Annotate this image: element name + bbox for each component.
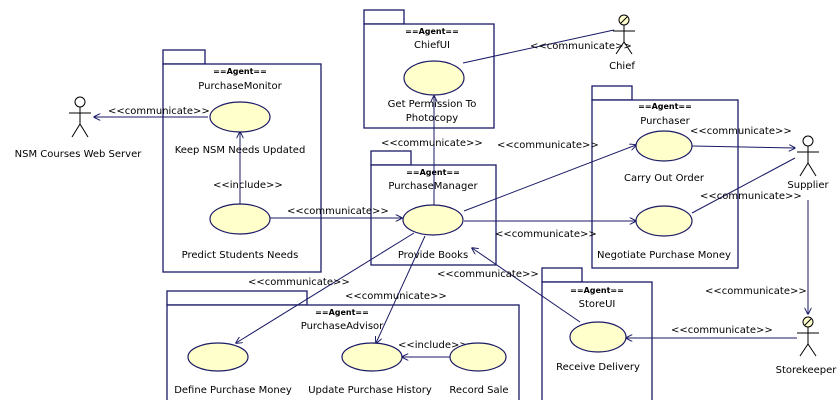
label-communicate: <<communicate>> — [530, 41, 632, 52]
label-communicate: <<communicate>> — [108, 106, 210, 117]
usecase-get-permission[interactable]: Get Permission To Photocopy — [388, 60, 477, 124]
label-communicate: <<communicate>> — [495, 229, 597, 240]
label-communicate: <<communicate>> — [437, 269, 539, 280]
label-include: <<include>> — [213, 180, 283, 191]
usecase-label: Photocopy — [406, 113, 458, 124]
usecase-label: Receive Delivery — [556, 362, 640, 373]
actor-label-supplier: Supplier — [787, 180, 829, 191]
usecase-define-money[interactable]: Define Purchase Money — [174, 342, 292, 396]
label-communicate: <<communicate>> — [287, 206, 389, 217]
label-communicate: <<communicate>> — [497, 140, 599, 151]
package-name-purchaseadvisor: PurchaseAdvisor — [301, 321, 384, 332]
stereotype-label: ==Agent== — [213, 67, 267, 76]
actor-nsm-server[interactable]: NSM Courses Web Server — [15, 96, 143, 160]
edge-receive-provide — [472, 248, 581, 323]
actor-label-chief: Chief — [609, 61, 635, 72]
label-communicate: <<communicate>> — [690, 126, 792, 137]
edge-carryout-supplier — [691, 146, 795, 148]
stereotype-label: ==Agent== — [315, 308, 369, 317]
edge-provide-update — [376, 235, 426, 343]
label-communicate: <<communicate>> — [671, 325, 773, 336]
label-include: <<include>> — [398, 340, 468, 351]
edge-provide-carryout — [463, 145, 636, 212]
actor-label-storekeeper: Storekeeper — [776, 365, 838, 376]
usecase-label: Carry Out Order — [624, 173, 705, 184]
label-communicate: <<communicate>> — [381, 138, 483, 149]
usecase-label: Get Permission To — [388, 99, 477, 110]
actor-label-nsm: NSM Courses Web Server — [15, 149, 143, 160]
label-communicate: <<communicate>> — [248, 277, 350, 288]
stereotype-label: ==Agent== — [570, 286, 624, 295]
package-name-purchaser: Purchaser — [640, 116, 690, 127]
usecase-label: Predict Students Needs — [182, 250, 299, 261]
actor-supplier[interactable]: Supplier — [787, 135, 829, 191]
label-communicate: <<communicate>> — [345, 291, 447, 302]
package-name-purchasemonitor: PurchaseMonitor — [198, 81, 282, 92]
usecase-provide-books[interactable]: Provide Books — [398, 204, 468, 261]
edge-permission-chief — [462, 29, 615, 64]
stereotype-label: ==Agent== — [405, 27, 459, 36]
usecase-keep-nsm[interactable]: Keep NSM Needs Updated — [175, 101, 306, 156]
package-name-chiefui: ChiefUI — [414, 40, 450, 51]
package-name-storeui: StoreUI — [579, 299, 616, 310]
usecase-update-history[interactable]: Update Purchase History — [308, 342, 432, 396]
stereotype-label: ==Agent== — [638, 102, 692, 111]
usecase-label: Update Purchase History — [308, 385, 432, 396]
package-purchasemonitor[interactable]: ==Agent== PurchaseMonitor — [162, 49, 322, 273]
usecase-receive-delivery[interactable]: Receive Delivery — [556, 321, 640, 373]
usecase-record-sale[interactable]: Record Sale — [449, 342, 509, 396]
actor-storekeeper[interactable]: Storekeeper — [776, 316, 838, 376]
stereotype-label: ==Agent== — [406, 168, 460, 177]
edge-provide-define — [236, 232, 415, 343]
usecase-label: Record Sale — [449, 385, 508, 396]
label-communicate: <<communicate>> — [705, 286, 807, 297]
usecase-carry-out-order[interactable]: Carry Out Order — [624, 130, 705, 184]
package-name-purchasemanager: PurchaseManager — [388, 181, 478, 192]
usecase-label: Define Purchase Money — [174, 385, 292, 396]
package-purchaser[interactable]: ==Agent== Purchaser — [591, 85, 739, 269]
usecase-label: Provide Books — [398, 250, 468, 261]
edge-negotiate-supplier — [691, 157, 796, 214]
usecase-predict[interactable]: Predict Students Needs — [182, 203, 299, 261]
usecase-negotiate[interactable]: Negotiate Purchase Money — [597, 205, 731, 261]
actor-chief[interactable]: Chief — [609, 14, 635, 72]
usecase-label: Negotiate Purchase Money — [597, 250, 731, 261]
label-communicate: <<communicate>> — [700, 191, 802, 202]
usecase-label: Keep NSM Needs Updated — [175, 145, 306, 156]
